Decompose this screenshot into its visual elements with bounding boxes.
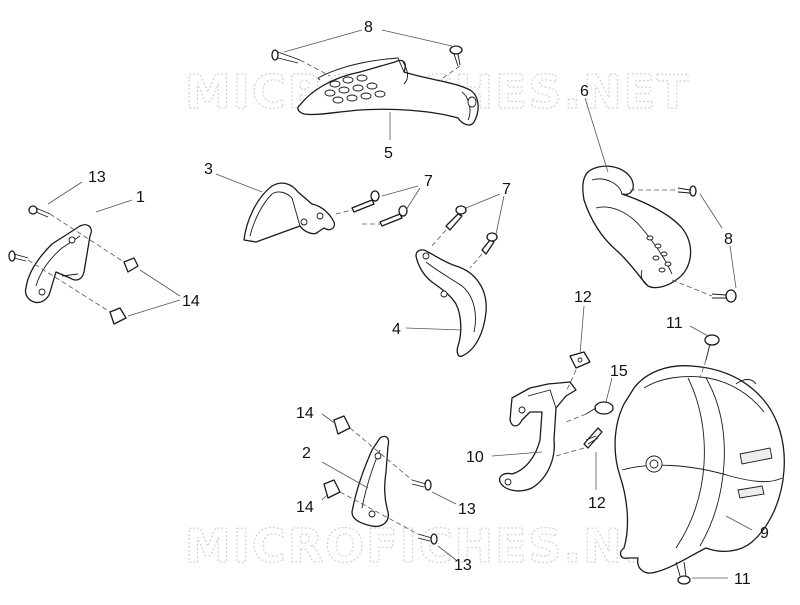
fastener-15 — [585, 401, 614, 415]
callout-11-bottom: 11 — [734, 571, 751, 588]
screw-11-bottom — [675, 561, 691, 585]
screw-8-left — [271, 49, 301, 64]
screw-8-right — [449, 45, 463, 67]
callout-14-mid: 14 — [296, 405, 314, 422]
callout-6: 6 — [580, 83, 589, 100]
callout-8-right: 8 — [724, 231, 733, 248]
callout-10: 10 — [466, 449, 484, 466]
part-4-bracket — [415, 249, 487, 358]
callout-12-top: 12 — [574, 289, 592, 306]
nut-14-part2-top — [333, 415, 351, 435]
part-9-engine-cover — [614, 365, 785, 574]
callout-13-mid: 13 — [458, 501, 476, 518]
callout-9: 9 — [760, 525, 769, 542]
screw-13-part1-top — [28, 205, 51, 218]
watermark-bottom: MICROFICHES.NET — [185, 519, 690, 573]
part-10-bracket — [498, 381, 577, 492]
callout-12-bottom: 12 — [588, 495, 606, 512]
clip-12-top — [569, 351, 591, 369]
part-3-bracket — [243, 182, 336, 243]
callout-13-bottom: 13 — [454, 557, 472, 574]
callout-3: 3 — [204, 161, 213, 178]
part-2-bracket — [351, 435, 390, 528]
part-6-heat-shield — [582, 165, 692, 289]
nut-14-part1-a — [123, 257, 139, 273]
callout-11-top: 11 — [666, 315, 683, 332]
callout-7-left: 7 — [424, 173, 433, 190]
callout-7-right: 7 — [502, 181, 511, 198]
callout-14-bottom: 14 — [296, 499, 314, 516]
screw-13-part2-a — [411, 479, 432, 491]
part-1-bracket — [24, 224, 92, 304]
nut-14-part1-b — [109, 307, 127, 325]
screw-8-mid — [677, 185, 697, 197]
callout-15: 15 — [610, 363, 628, 380]
callout-14-left: 14 — [182, 293, 200, 310]
callout-1: 1 — [136, 189, 145, 206]
callout-13-top-left: 13 — [88, 169, 106, 186]
screw-13-part2-b — [417, 533, 438, 545]
part-5-heat-shield — [297, 57, 479, 126]
screws-7-group — [351, 190, 498, 255]
callout-8-top: 8 — [364, 19, 373, 36]
screw-13-part1-bottom — [8, 250, 29, 262]
screw-8-low — [711, 289, 737, 303]
callout-5: 5 — [384, 145, 393, 162]
callout-2: 2 — [302, 445, 311, 462]
spring-12-bottom — [583, 427, 603, 449]
screw-11-top — [704, 334, 720, 361]
callout-4: 4 — [392, 321, 401, 338]
